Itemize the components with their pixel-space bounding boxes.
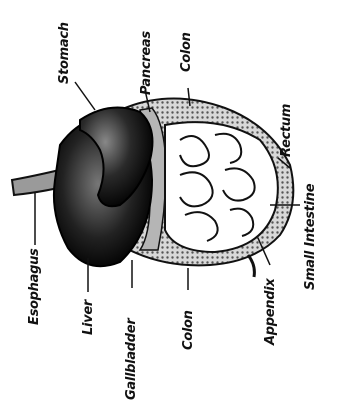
label-stomach: Stomach: [58, 22, 71, 84]
appendix-shape: [248, 255, 254, 277]
label-small-intestine: Small Intestine: [304, 184, 317, 290]
label-liver: Liver: [82, 300, 95, 335]
label-colon-bottom: Colon: [182, 310, 195, 350]
label-colon-top: Colon: [180, 32, 193, 72]
label-pancreas: Pancreas: [140, 31, 153, 95]
label-esophagus: Esophagus: [28, 249, 41, 325]
small-intestine-shape: [165, 122, 278, 252]
label-appendix: Appendix: [264, 279, 277, 346]
label-rectum: Rectum: [280, 104, 293, 157]
label-gallbladder: Gallbladder: [125, 319, 138, 400]
